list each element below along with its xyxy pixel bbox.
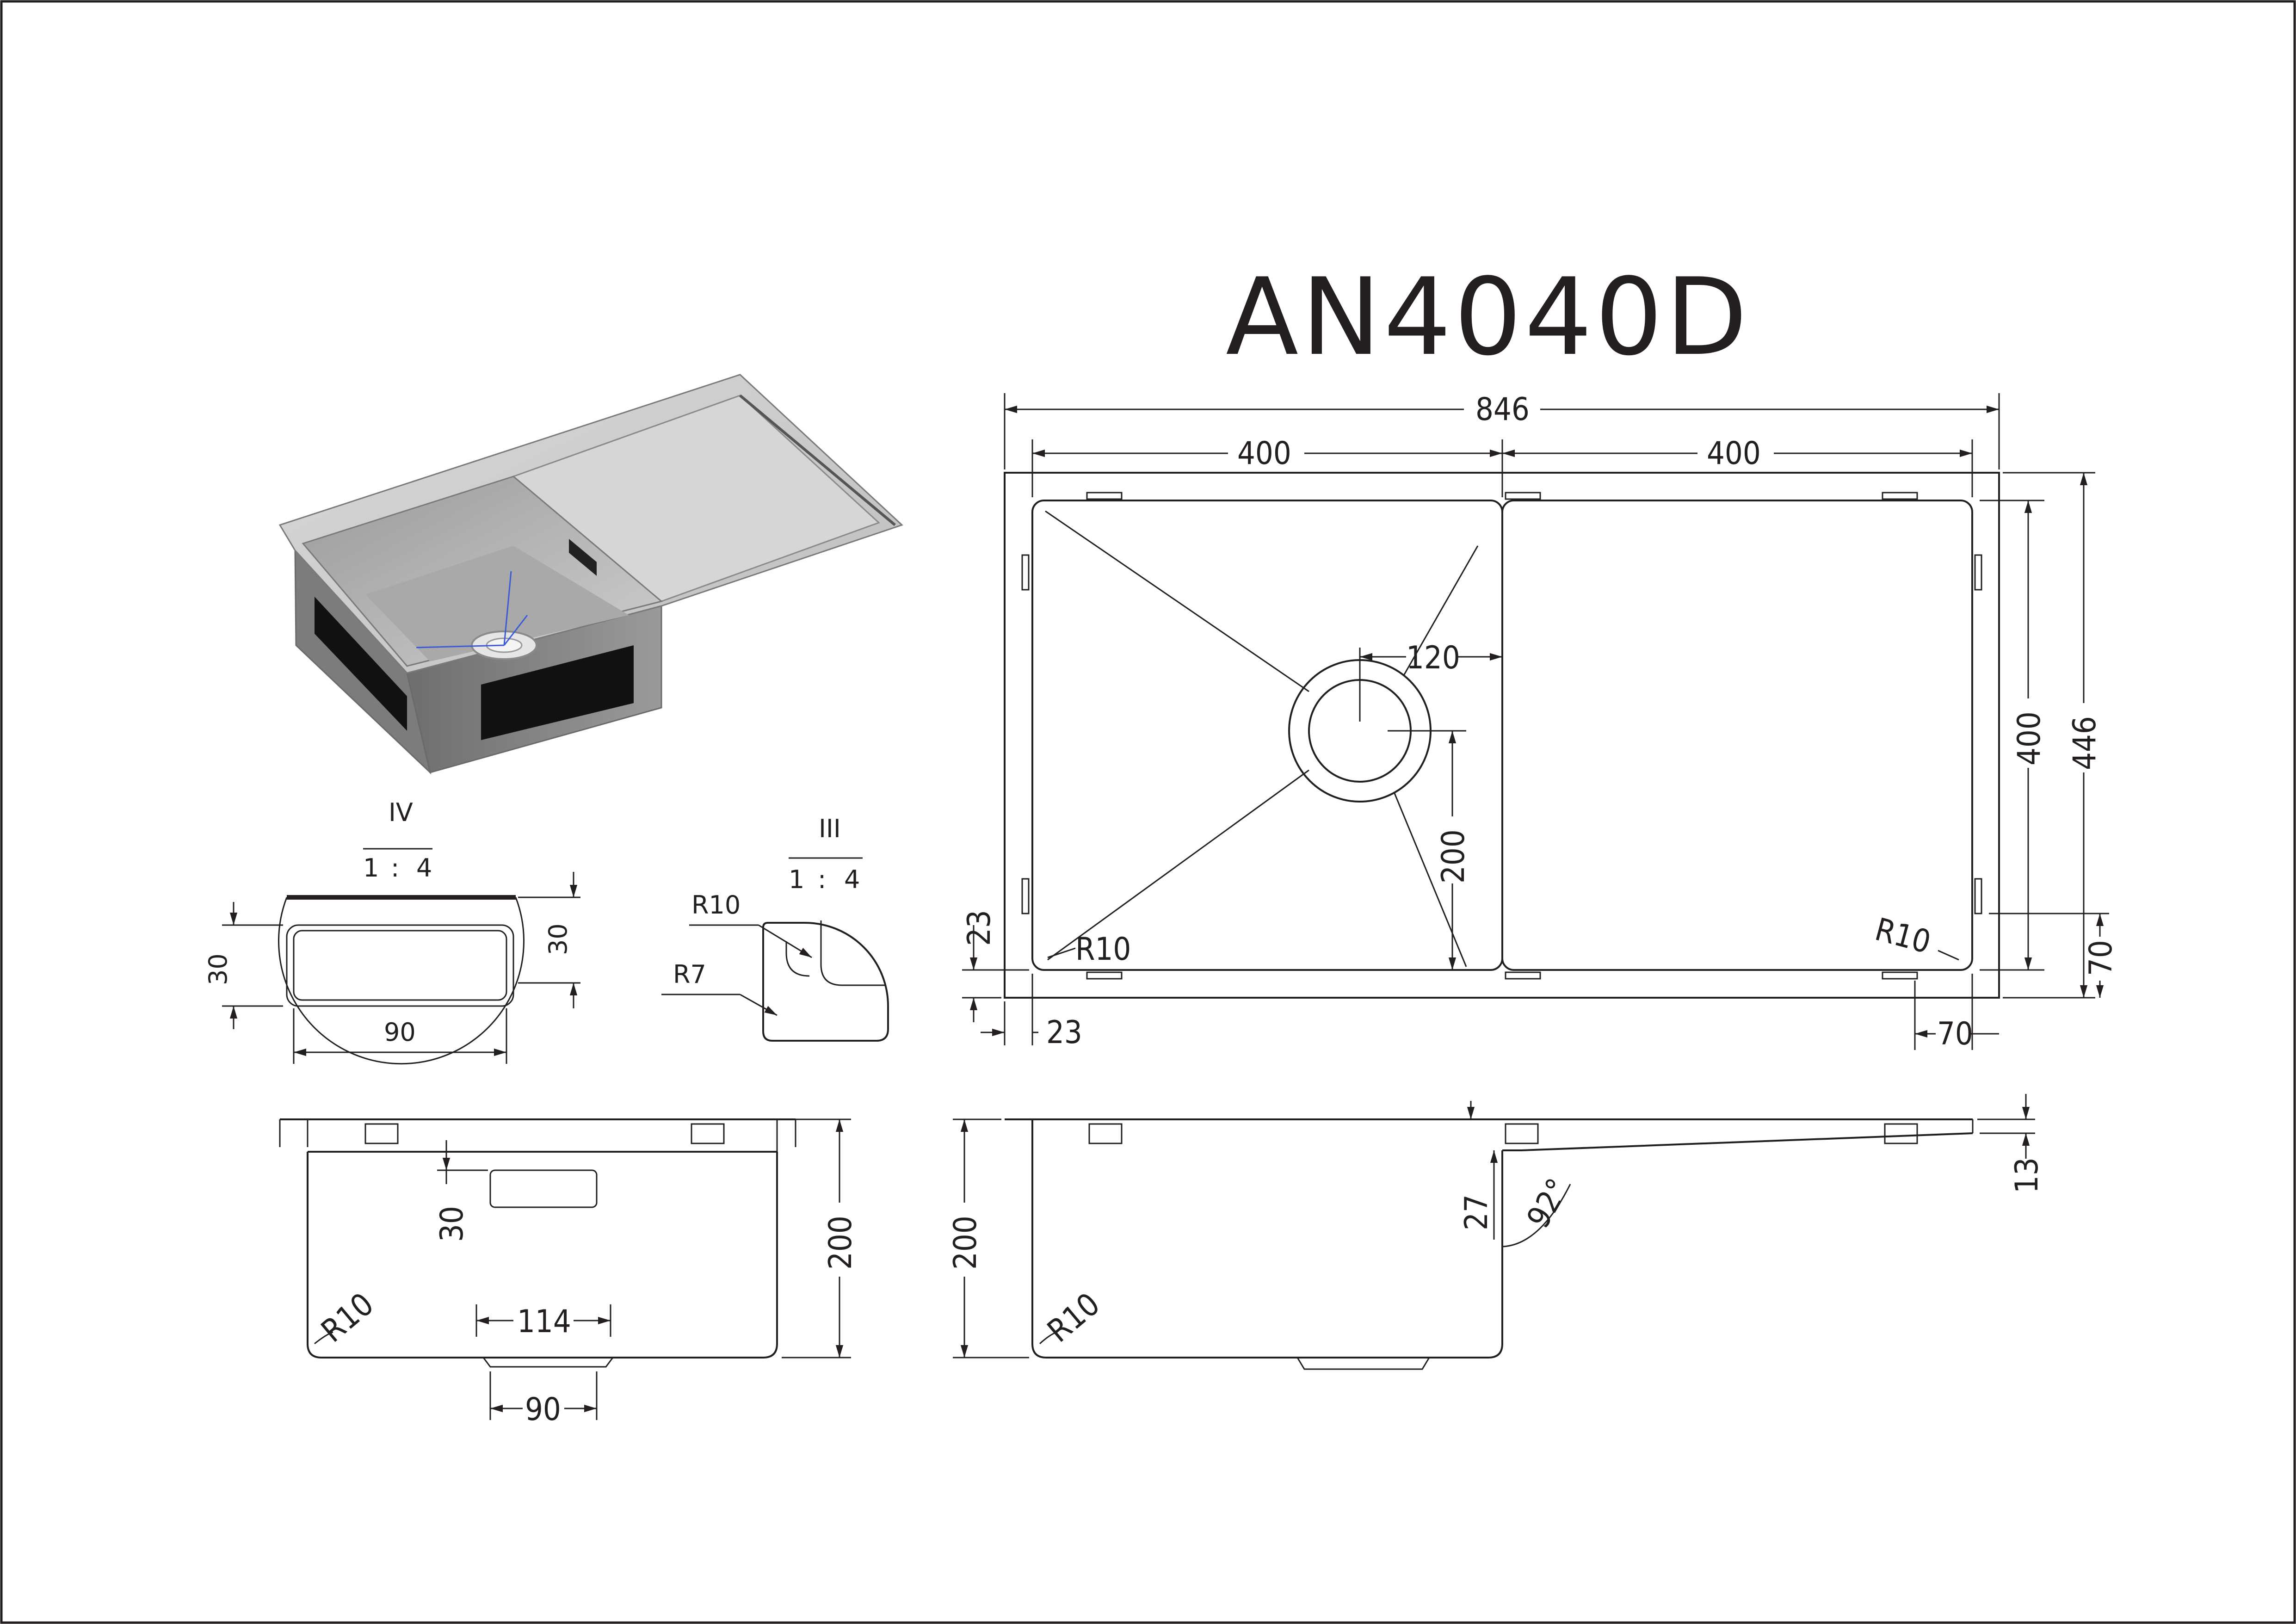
- dim-flange-left: 23: [1046, 1014, 1082, 1051]
- detail-iii: III 1 : 4 R10 R7: [661, 814, 889, 1042]
- dim-overall-depth: 446: [2067, 716, 2103, 770]
- dim-flange-bottom: 23: [961, 910, 998, 946]
- detail-iii-scale-sep: :: [818, 865, 826, 894]
- side-view: 200 30 R10 114 90: [279, 1118, 859, 1428]
- detail-iii-scale-a: 1: [789, 865, 804, 894]
- detail-iv: IV 1 : 4 30 30 90: [204, 798, 580, 1065]
- top-view: 846 400 400 120 200 400 446 70: [961, 391, 2119, 1052]
- side-view-corner-radius: R10: [315, 1286, 381, 1350]
- detail-iv-label: IV: [389, 798, 413, 827]
- dim-drain-diameter: 120: [1406, 640, 1460, 676]
- dim-inner-depth: 400: [2011, 711, 2048, 766]
- detail-iv-scale-b: 4: [416, 853, 432, 883]
- detail-iii-label: III: [819, 814, 841, 843]
- side-view-overflow-offset: 30: [434, 1206, 470, 1242]
- detail-iv-height-left: 30: [204, 953, 233, 985]
- mounting-clips: [1021, 492, 1982, 980]
- front-view: 200 R10 27 92° 13: [947, 1094, 2045, 1370]
- side-view-drain-outer: 114: [517, 1303, 571, 1340]
- front-view-step: 27: [1458, 1194, 1495, 1230]
- detail-iv-height-right: 30: [543, 923, 573, 955]
- detail-iv-scale-a: 1: [363, 853, 379, 883]
- front-view-board-thickness: 13: [2009, 1157, 2045, 1193]
- dim-bowl-width: 400: [1237, 435, 1291, 472]
- detail-iv-width: 90: [384, 1018, 416, 1047]
- sink-3d-render: [278, 374, 903, 775]
- side-view-drain-inner: 90: [525, 1391, 561, 1428]
- model-title: AN4040D: [1226, 256, 1750, 379]
- front-view-angle: 92°: [1520, 1173, 1577, 1234]
- dim-bowl-corner-radius: R10: [1075, 931, 1131, 968]
- dim-board-bottom-margin: 70: [2083, 940, 2119, 976]
- detail-iii-scale-b: 4: [844, 865, 860, 894]
- dim-board-corner-radius: R10: [1871, 911, 1935, 961]
- front-view-corner-radius: R10: [1041, 1286, 1107, 1350]
- front-view-depth: 200: [947, 1216, 984, 1270]
- dim-drain-offset: 200: [1435, 829, 1472, 883]
- detail-iii-radius-outer: R10: [691, 890, 741, 920]
- side-view-depth: 200: [822, 1216, 859, 1270]
- detail-iii-radius-inner: R7: [673, 960, 706, 989]
- dim-board-right-margin: 70: [1937, 1016, 1973, 1052]
- dim-drainboard-width: 400: [1707, 435, 1761, 472]
- dim-overall-width: 846: [1475, 391, 1530, 428]
- detail-iv-scale-sep: :: [391, 853, 399, 883]
